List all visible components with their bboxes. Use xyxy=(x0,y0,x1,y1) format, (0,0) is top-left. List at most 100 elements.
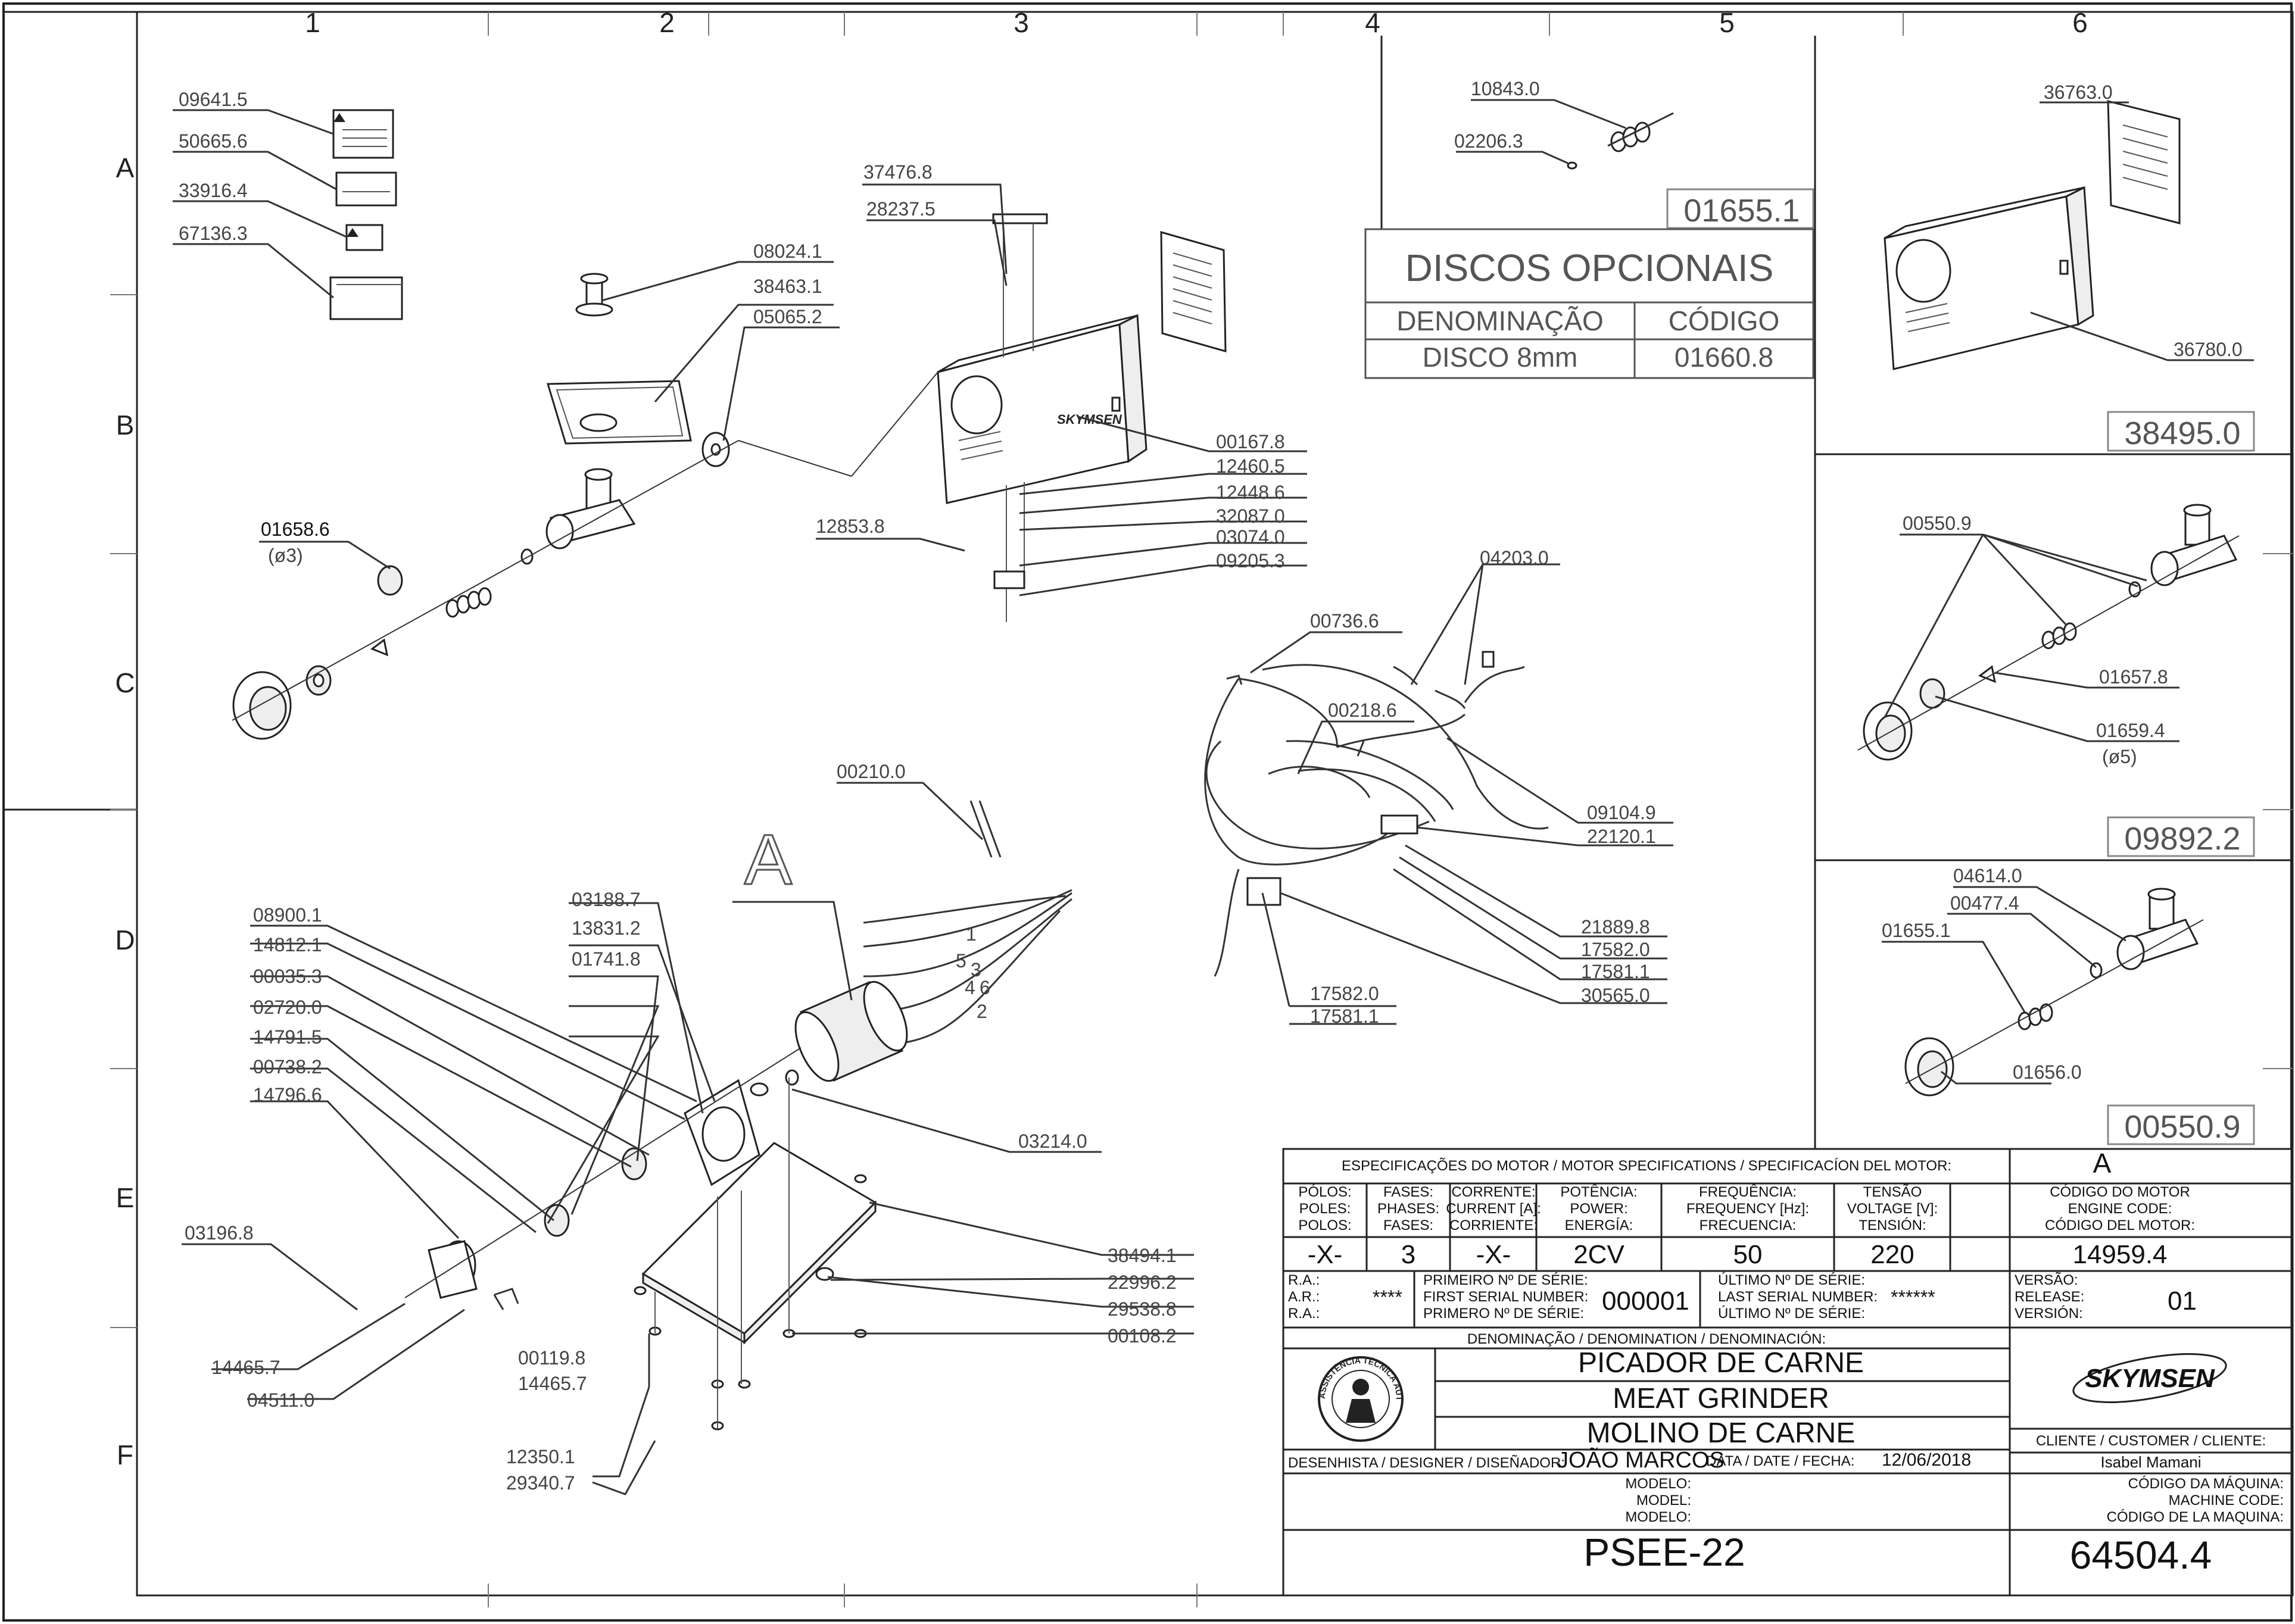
leader-lines-stickers xyxy=(173,109,347,299)
part-label-17582-0: 17582.0 xyxy=(1310,983,1379,1004)
part-label-03188-7: 03188.7 xyxy=(572,889,641,910)
svg-text:PRIMERO Nº DE SÉRIE:: PRIMERO Nº DE SÉRIE: xyxy=(1423,1306,1584,1322)
part-label-01656-0: 01656.0 xyxy=(2013,1061,2082,1083)
motor-wire-1: 1 xyxy=(966,923,977,945)
part-label-00738-2: 00738.2 xyxy=(253,1056,322,1078)
part-label-02720-0: 02720.0 xyxy=(253,997,322,1018)
part-label-12350-1: 12350.1 xyxy=(506,1446,575,1467)
svg-text:POLOS:: POLOS: xyxy=(1298,1217,1351,1233)
part-label-17582-0-b: 17582.0 xyxy=(1581,939,1650,960)
last-serial-value: ****** xyxy=(1891,1286,1935,1308)
svg-text:A.R.:: A.R.: xyxy=(1288,1289,1320,1305)
part-label-01741-8: 01741.8 xyxy=(572,948,641,970)
leader-lines-cover xyxy=(816,183,1307,596)
spec-potencia: 2CV xyxy=(1573,1240,1624,1269)
part-label-21889-8: 21889.8 xyxy=(1581,916,1650,938)
svg-text:ENGINE CODE:: ENGINE CODE: xyxy=(2068,1201,2172,1217)
grinder-option-2 xyxy=(1882,886,2204,1097)
svg-text:ENERGÍA:: ENERGÍA: xyxy=(1565,1217,1633,1233)
svg-text:TENSIÓN:: TENSIÓN: xyxy=(1859,1217,1926,1233)
part-label-00210-0: 00210.0 xyxy=(837,761,906,782)
part-label-00108-2: 00108.2 xyxy=(1108,1325,1177,1347)
part-label-12448-6: 12448.6 xyxy=(1216,482,1285,503)
discos-disco-code: 01660.8 xyxy=(1675,342,1773,373)
discos-col-denominacao: DENOMINAÇÃO xyxy=(1396,305,1604,336)
part-label-04203-0: 04203.0 xyxy=(1480,547,1549,569)
svg-text:CURRENT [A]:: CURRENT [A]: xyxy=(1446,1201,1541,1217)
part-label-03196-8: 03196.8 xyxy=(185,1222,254,1244)
motor-ref-value: A xyxy=(2093,1148,2112,1179)
part-label-03214-0: 03214.0 xyxy=(1018,1130,1087,1152)
part-label-01655-1: 01655.1 xyxy=(1882,920,1951,941)
svg-text:CÓDIGO DEL MOTOR:: CÓDIGO DEL MOTOR: xyxy=(2045,1217,2195,1233)
grid-column-labels: 1 2 3 4 5 6 xyxy=(305,7,2088,38)
part-label-17581-1-b: 17581.1 xyxy=(1581,961,1650,982)
grid-row-A: A xyxy=(116,152,135,183)
date-header: DATA / DATE / FECHA: xyxy=(1706,1453,1854,1469)
grid-col-2: 2 xyxy=(659,7,675,38)
grid-col-3: 3 xyxy=(1014,7,1029,38)
svg-text:FIRST SERIAL NUMBER:: FIRST SERIAL NUMBER: xyxy=(1423,1289,1588,1305)
part-label-08900-1: 08900.1 xyxy=(253,904,322,926)
grinder-option-1 xyxy=(1857,504,2240,761)
designer-value: JOÃO MARCOS xyxy=(1557,1447,1725,1473)
part-label-67136-3: 67136.3 xyxy=(179,223,248,244)
svg-text:POLES:: POLES: xyxy=(1299,1201,1351,1217)
part-label-03074-0: 03074.0 xyxy=(1216,526,1285,548)
part-label-13831-2: 13831.2 xyxy=(572,917,641,939)
grid-row-D: D xyxy=(115,925,135,955)
part-label-01659-4: 01659.4 xyxy=(2096,720,2165,741)
part-label-30565-0: 30565.0 xyxy=(1581,985,1650,1006)
part-label-36763-0: 36763.0 xyxy=(2044,82,2113,103)
model-header: MODELO: MODEL: MODELO: xyxy=(1625,1476,1691,1525)
grid-col-6: 6 xyxy=(2072,7,2088,38)
cliente-value: Isabel Mamani xyxy=(2100,1453,2201,1471)
svg-text:FASES:: FASES: xyxy=(1383,1217,1433,1233)
spec-corrente: -X- xyxy=(1476,1240,1511,1269)
part-label-08024-1: 08024.1 xyxy=(753,241,822,262)
svg-text:FASES:: FASES: xyxy=(1383,1184,1433,1200)
leader-lines-electrical xyxy=(837,563,1673,1025)
spec-polos: -X- xyxy=(1308,1240,1343,1269)
part-label-02206-3: 02206.3 xyxy=(1454,130,1523,152)
part-label-00035-3: 00035.3 xyxy=(253,966,322,987)
part-label-01658-6: 01658.6 xyxy=(261,519,330,540)
discos-title: DISCOS OPCIONAIS xyxy=(1405,246,1774,289)
date-value: 12/06/2018 xyxy=(1882,1450,1971,1470)
motor-wire-6: 6 xyxy=(980,977,990,998)
motor-wire-2: 2 xyxy=(977,1001,987,1022)
part-label-12460-5: 12460.5 xyxy=(1216,455,1285,477)
part-label-01658-6-sub: (ø3) xyxy=(268,545,303,566)
seal-text: ASSISTÊNCIA TÉCNICA AUTORIZADA xyxy=(0,0,1404,1401)
svg-text:CORRIENTE:: CORRIENTE: xyxy=(1449,1217,1538,1233)
spec-frequencia: 50 xyxy=(1733,1240,1763,1269)
grid-row-E: E xyxy=(116,1182,135,1213)
part-label-38494-1: 38494.1 xyxy=(1108,1245,1177,1266)
grid-row-B: B xyxy=(116,410,135,441)
part-label-01657-8: 01657.8 xyxy=(2099,666,2168,688)
part-label-28237-5: 28237.5 xyxy=(866,198,936,220)
discos-table xyxy=(1364,228,1814,379)
part-label-14791-5: 14791.5 xyxy=(253,1026,322,1048)
svg-text:CÓDIGO DA MÁQUINA:: CÓDIGO DA MÁQUINA: xyxy=(2128,1476,2284,1492)
part-label-32087-0: 32087.0 xyxy=(1216,505,1285,527)
part-label-14812-1: 14812.1 xyxy=(253,934,322,955)
brand-name: SKYMSEN xyxy=(2085,1364,2215,1393)
svg-text:CORRENTE:: CORRENTE: xyxy=(1451,1184,1535,1200)
part-label-09205-3: 09205.3 xyxy=(1216,550,1285,571)
part-label-22120-1: 22120.1 xyxy=(1587,826,1656,847)
discos-col-codigo: CÓDIGO xyxy=(1669,305,1780,336)
part-label-14465-7-a: 14465.7 xyxy=(211,1357,280,1378)
first-serial-value: 000001 xyxy=(1602,1286,1689,1316)
svg-text:POTÊNCIA:: POTÊNCIA: xyxy=(1560,1184,1637,1200)
motor-base-assembly: A xyxy=(404,819,908,1431)
part-label-29340-7: 29340.7 xyxy=(506,1472,575,1494)
part-label-00736-6: 00736.6 xyxy=(1310,610,1379,632)
grid-col-4: 4 xyxy=(1365,7,1380,38)
product-name-en: MEAT GRINDER xyxy=(1613,1383,1829,1414)
title-block-grid xyxy=(1282,1148,2293,1597)
svg-text:TENSÃO: TENSÃO xyxy=(1863,1184,1922,1200)
svg-text:R.A.:: R.A.: xyxy=(1288,1272,1320,1288)
